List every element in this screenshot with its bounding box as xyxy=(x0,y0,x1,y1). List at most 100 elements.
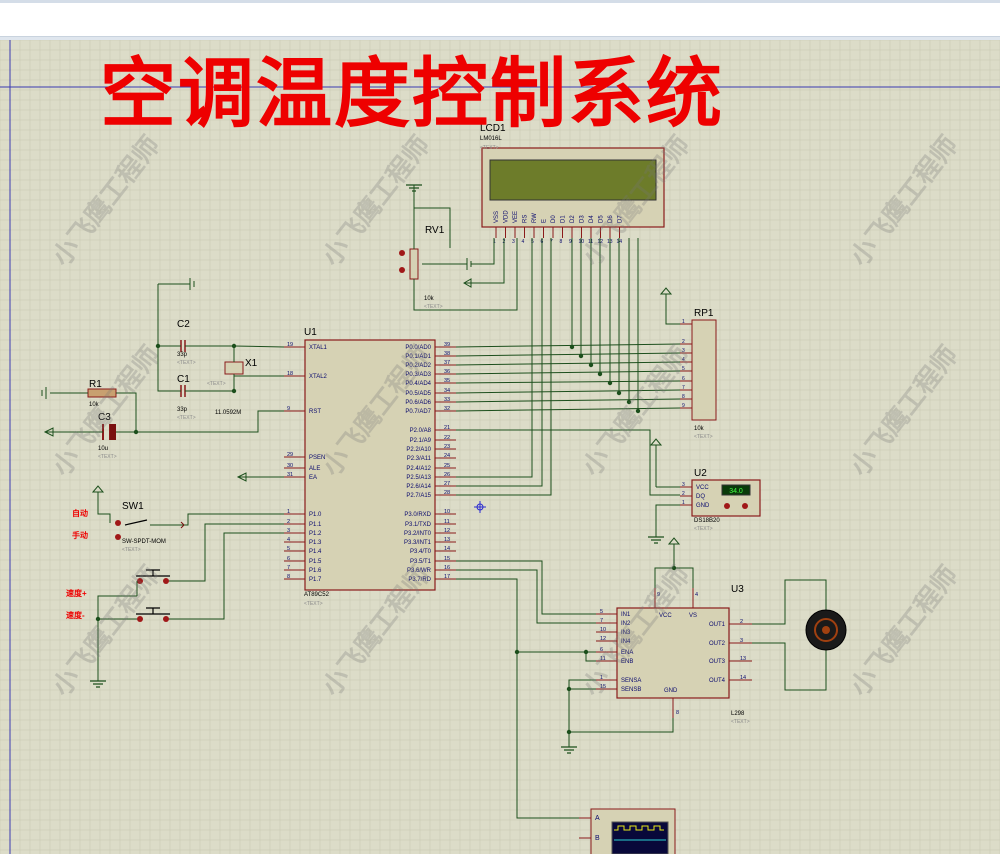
wire-marker xyxy=(180,521,185,529)
u1-body[interactable] xyxy=(304,339,436,591)
oscilloscope-channel-label: B xyxy=(595,835,600,842)
wire xyxy=(456,560,596,615)
u1-pin-name: P3.4/T0 xyxy=(410,549,432,555)
lcd-pin-number: 3 xyxy=(512,239,515,245)
u3-pin-number: 3 xyxy=(740,638,743,644)
r1-value: 10k xyxy=(89,402,100,408)
lcd-text-placeholder: <TEXT> xyxy=(480,145,499,151)
u1-pin-number: 34 xyxy=(444,388,450,394)
c1-text-placeholder: <TEXT> xyxy=(177,415,196,421)
rp1-pin-number: 5 xyxy=(682,366,685,372)
lcd-pin-name: D2 xyxy=(570,215,576,223)
u1-pin-number: 3 xyxy=(287,528,290,534)
u1-pin-number: 36 xyxy=(444,369,450,375)
u2-pin-name: VCC xyxy=(696,485,709,491)
u3-pin-name: IN2 xyxy=(621,621,631,627)
wire xyxy=(414,207,451,248)
u1-pin-name: P0.6/AD6 xyxy=(405,400,431,406)
u1-pin-name: EA xyxy=(309,475,317,481)
junction-dot xyxy=(635,408,641,414)
speed-up-button[interactable] xyxy=(136,569,170,577)
u1-pin-number: 39 xyxy=(444,342,450,348)
junction-dot xyxy=(671,565,677,571)
wire xyxy=(585,652,596,662)
u2-reading: 34.0 xyxy=(729,488,743,495)
u1-pin-name: P0.7/AD7 xyxy=(405,409,431,415)
sw1-part: SW-SPDT-MOM xyxy=(122,539,166,545)
junction-dot xyxy=(578,353,584,359)
speed-down-button[interactable] xyxy=(136,607,170,615)
u1-pin-name: P3.7/RD xyxy=(408,577,431,583)
u1-pin-name: P2.0/A8 xyxy=(410,428,432,434)
lcd-pin-name: D6 xyxy=(608,215,614,223)
speed-up-terminal[interactable] xyxy=(137,578,143,584)
rp1-text-placeholder: <TEXT> xyxy=(694,434,713,440)
u3-pin-number: 8 xyxy=(676,710,679,716)
u3-pin-name: VS xyxy=(689,613,697,619)
c3-text-placeholder: <TEXT> xyxy=(98,454,117,460)
lcd-pin-name: RW xyxy=(532,213,538,223)
sw1-lever[interactable] xyxy=(124,519,148,526)
wire xyxy=(455,398,681,403)
u2-button-down[interactable] xyxy=(724,503,730,509)
speed-down-terminal[interactable] xyxy=(137,616,143,622)
wire xyxy=(752,642,827,691)
u1-pin-name: P2.2/A10 xyxy=(406,447,431,453)
u3-body[interactable] xyxy=(616,607,730,699)
rv1-terminal[interactable] xyxy=(399,267,405,273)
u1-pin-name: XTAL2 xyxy=(309,374,328,380)
sw1-terminal-auto[interactable] xyxy=(115,520,121,526)
u3-pin-number: 10 xyxy=(600,627,606,633)
lcd-pin-number: 8 xyxy=(560,239,563,245)
u3-ref: U3 xyxy=(731,584,744,595)
r1-resistor[interactable] xyxy=(87,388,117,398)
u1-pin-number: 31 xyxy=(287,472,293,478)
motor-shaft xyxy=(822,626,830,634)
u1-pin-number: 22 xyxy=(444,435,450,441)
u1-pin-name: P2.3/A11 xyxy=(407,456,432,462)
u1-pin-number: 38 xyxy=(444,351,450,357)
rv1-ref: RV1 xyxy=(425,225,445,236)
u1-pin-name: P1.6 xyxy=(309,568,322,574)
lcd-pin-name: D5 xyxy=(599,215,605,223)
u1-pin-name: P3.2/INT0 xyxy=(404,531,432,537)
u2-button-up[interactable] xyxy=(742,503,748,509)
schematic-drawing[interactable]: LCD1LM016L<TEXT>VSS1VDD2VEE3RS4RW5E6D07D… xyxy=(0,40,1000,854)
u3-pin-name: VCC xyxy=(659,613,672,619)
wire xyxy=(752,579,827,625)
wire xyxy=(455,343,681,348)
ground-symbol xyxy=(561,746,577,754)
u1-pin-name: P1.1 xyxy=(309,522,322,528)
u1-pin-number: 7 xyxy=(287,565,290,571)
u3-pin-name: OUT3 xyxy=(709,659,726,665)
u3-pin-number: 7 xyxy=(600,618,603,624)
u3-text-placeholder: <TEXT> xyxy=(731,719,750,725)
u3-pin-name: SENSB xyxy=(621,687,641,693)
wire xyxy=(233,345,285,348)
u1-pin-number: 8 xyxy=(287,574,290,580)
sw1-terminal-manual[interactable] xyxy=(115,534,121,540)
wire xyxy=(169,523,284,582)
u2-pin-number: 3 xyxy=(682,482,685,488)
rp1-body[interactable] xyxy=(691,319,717,421)
rv1-body[interactable] xyxy=(409,248,419,280)
u3-part: L298 xyxy=(731,711,745,717)
wire xyxy=(413,238,518,311)
u3-pin-name: IN3 xyxy=(621,630,631,636)
rp1-pin-number: 8 xyxy=(682,394,685,400)
power-symbol xyxy=(91,485,105,500)
u1-pin-number: 23 xyxy=(444,444,450,450)
u3-pin-name: IN4 xyxy=(621,639,631,645)
u3-pin-number: 12 xyxy=(600,636,606,642)
c2-text-placeholder: <TEXT> xyxy=(177,360,196,366)
rv1-terminal[interactable] xyxy=(399,250,405,256)
c2-value: 33p xyxy=(177,352,188,358)
speed-down-terminal[interactable] xyxy=(163,616,169,622)
speed-up-terminal[interactable] xyxy=(163,578,169,584)
lcd-pin-name: D7 xyxy=(618,215,624,223)
u1-pin-number: 13 xyxy=(444,537,450,543)
u3-pin-number: 14 xyxy=(740,675,746,681)
u1-pin-name: P0.2/AD2 xyxy=(405,363,431,369)
x1-crystal[interactable] xyxy=(224,361,244,375)
